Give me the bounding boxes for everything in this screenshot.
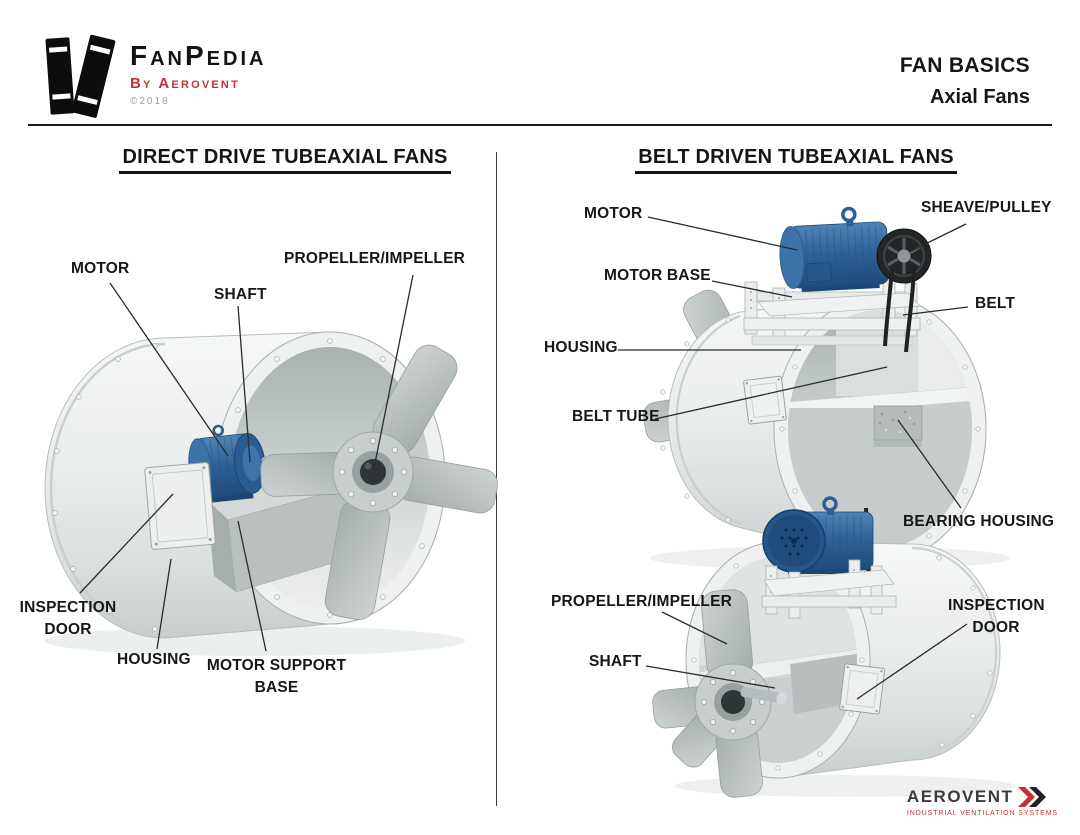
- book-left: [45, 37, 75, 115]
- label-motor-support-base: MOTOR SUPPORT BASE: [204, 655, 349, 698]
- leader-shaft-right: [645, 665, 776, 689]
- label-sheave-pulley: SHEAVE/PULLEY: [921, 199, 1052, 216]
- label-inspection-door-right: INSPECTION DOOR: [948, 595, 1045, 638]
- left-rim-bolts: [660, 317, 731, 523]
- leader-inspection-door-right: [856, 623, 968, 700]
- belt-driven-fan-bottom-illustration: [652, 496, 1015, 798]
- label-inspection-door-left-line2: DOOR: [44, 620, 92, 638]
- right-rim-bolts: [936, 555, 993, 748]
- sheave-pulley: [876, 228, 932, 284]
- section-heading-direct-drive: DIRECT DRIVE TUBEAXIAL FANS: [65, 146, 505, 174]
- label-motor-base: MOTOR BASE: [604, 267, 711, 284]
- label-motor-left: MOTOR: [71, 260, 130, 277]
- leader-belt-tube: [654, 366, 888, 420]
- leader-housing-left: [156, 558, 172, 650]
- propeller-hub: [694, 663, 772, 741]
- lifting-eye: [841, 206, 857, 223]
- propeller: [260, 344, 498, 620]
- label-belt-tube: BELT TUBE: [572, 408, 660, 425]
- leader-sheave-pulley: [908, 223, 967, 253]
- label-housing-left: HOUSING: [117, 651, 191, 668]
- housing-left-rim: [675, 314, 743, 526]
- label-propeller-left: PROPELLER/IMPELLER: [284, 250, 466, 267]
- double-chevron-icon: [1018, 787, 1047, 807]
- logo-part2: Pedia: [185, 40, 267, 71]
- leader-lines: [79, 216, 969, 700]
- leader-bearing-housing: [897, 419, 962, 509]
- leader-inspection-door-left: [79, 493, 174, 594]
- section-heading-direct-drive-text: DIRECT DRIVE TUBEAXIAL FANS: [119, 146, 451, 174]
- logo-copyright: ©2018: [130, 96, 170, 107]
- motor-support-base: [206, 467, 357, 593]
- belts: [883, 267, 916, 353]
- label-inspection-door-right-line2: DOOR: [972, 618, 1020, 636]
- motor: [762, 496, 874, 574]
- direct-drive-fan-illustration: [44, 331, 498, 656]
- label-motor-right: MOTOR: [584, 205, 643, 222]
- label-propeller-right: PROPELLER/IMPELLER: [551, 593, 733, 610]
- label-shaft-right: SHAFT: [589, 653, 642, 670]
- leader-motor-right: [647, 216, 798, 251]
- propeller-hub: [332, 431, 414, 513]
- label-bearing-housing: BEARING HOUSING: [903, 513, 1055, 530]
- belt-driven-fan-top-illustration: [642, 206, 1010, 570]
- footer-brand: AEROVENT: [906, 787, 1014, 806]
- section-heading-belt-driven: BELT DRIVEN TUBEAXIAL FANS: [576, 146, 1016, 174]
- label-inspection-door-left: INSPECTION DOOR: [18, 597, 118, 640]
- label-housing-right: HOUSING: [544, 339, 618, 356]
- leader-motor-support-base: [237, 520, 267, 652]
- logo-byline: By Aerovent: [130, 75, 240, 92]
- leader-propeller-left: [373, 274, 414, 469]
- label-motor-support-base-line2: BASE: [254, 678, 299, 696]
- propeller: [652, 589, 763, 798]
- inspection-door: [144, 462, 216, 550]
- motor: [779, 206, 890, 293]
- label-motor-support-base-line1: MOTOR SUPPORT: [206, 657, 347, 674]
- housing-right-rim: [911, 546, 998, 758]
- label-inspection-door-right-line1: INSPECTION: [948, 597, 1045, 614]
- footer-brand-block: AEROVENT INDUSTRIAL VENTILATION SYSTEMS: [907, 786, 1058, 817]
- inspection-door: [839, 663, 886, 715]
- bearing-housing-block: [873, 405, 923, 447]
- leader-propeller-right: [661, 611, 728, 645]
- logo-part1: Fan: [130, 40, 185, 71]
- left-rim-bolts: [52, 343, 158, 632]
- motor-base-frame: [761, 559, 897, 619]
- leader-belt: [902, 306, 969, 316]
- leader-motor-left: [109, 282, 229, 457]
- book-right: [71, 34, 116, 118]
- header-rule: [28, 124, 1052, 126]
- section-heading-belt-driven-text: BELT DRIVEN TUBEAXIAL FANS: [635, 146, 957, 174]
- housing-left-rim: [49, 342, 166, 634]
- label-shaft-left: SHAFT: [214, 286, 267, 303]
- motor-base-frame: [743, 277, 921, 346]
- footer-tagline: INDUSTRIAL VENTILATION SYSTEMS: [906, 810, 1058, 817]
- page-title-line2: Axial Fans: [929, 86, 1030, 108]
- label-belt: BELT: [975, 295, 1016, 312]
- leader-shaft-left: [237, 305, 251, 463]
- logo-text-block: FanPedia By Aerovent ©2018: [130, 42, 266, 108]
- page-title: FAN BASICS Axial Fans: [900, 54, 1030, 109]
- inspection-door: [743, 375, 787, 425]
- label-inspection-door-left-line1: INSPECTION: [19, 599, 117, 616]
- leader-motor-base: [711, 280, 793, 298]
- shaft: [740, 686, 787, 705]
- books-icon: [45, 34, 116, 118]
- page-title-line1: FAN BASICS: [899, 54, 1030, 77]
- logo-wordmark: FanPedia: [130, 42, 266, 70]
